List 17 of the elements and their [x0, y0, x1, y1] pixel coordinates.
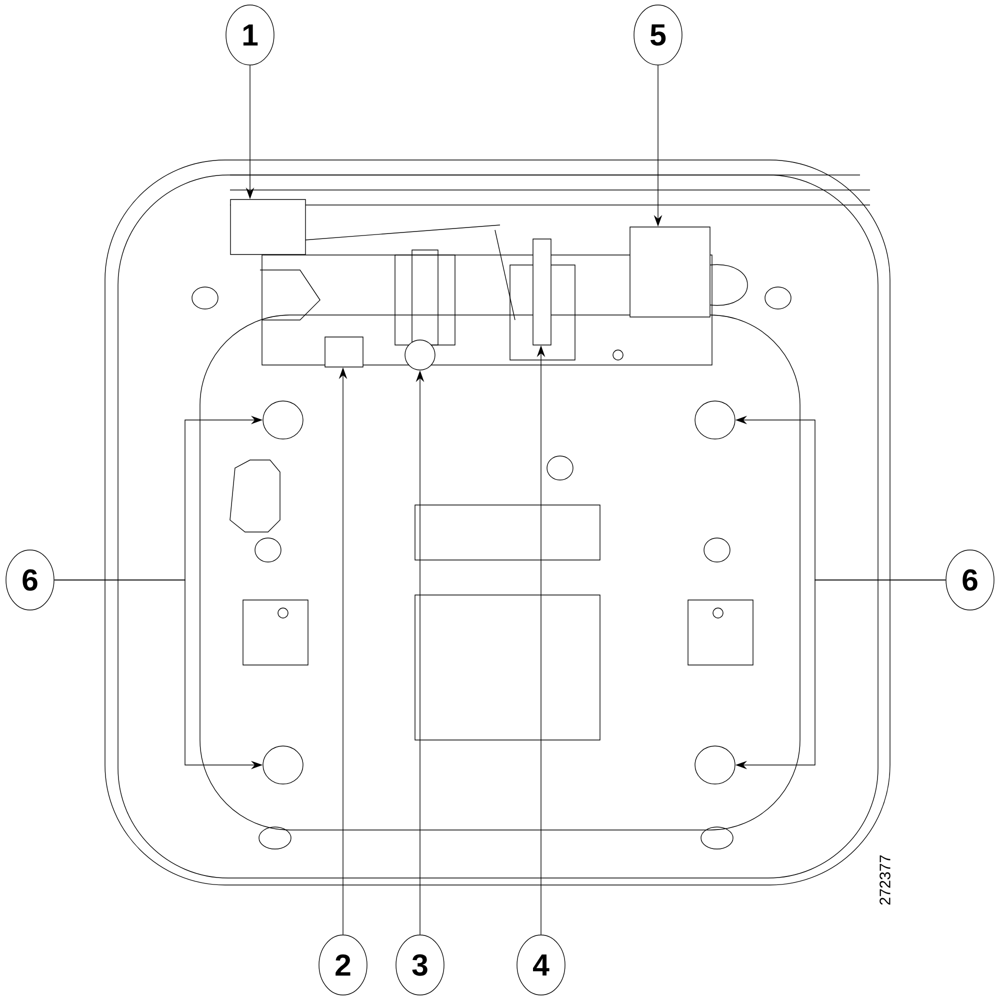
- callout-number: 6: [6, 550, 54, 610]
- rubber-foot: [262, 400, 304, 440]
- callout-number: 1: [226, 4, 274, 66]
- callout-number: 3: [396, 934, 444, 996]
- connector-block: [630, 226, 710, 318]
- callout-number: 5: [634, 4, 682, 66]
- connector-port: [230, 199, 306, 255]
- figure-number: 272377: [880, 855, 890, 905]
- rubber-foot: [694, 746, 736, 784]
- rubber-foot: [694, 400, 736, 440]
- callout-number: 4: [516, 934, 566, 996]
- button: [324, 336, 364, 368]
- rubber-foot: [262, 746, 304, 784]
- led-light: [404, 340, 436, 370]
- callout-number: 6: [946, 550, 994, 610]
- callout-number: 2: [318, 934, 368, 996]
- switch-pin: [532, 238, 552, 346]
